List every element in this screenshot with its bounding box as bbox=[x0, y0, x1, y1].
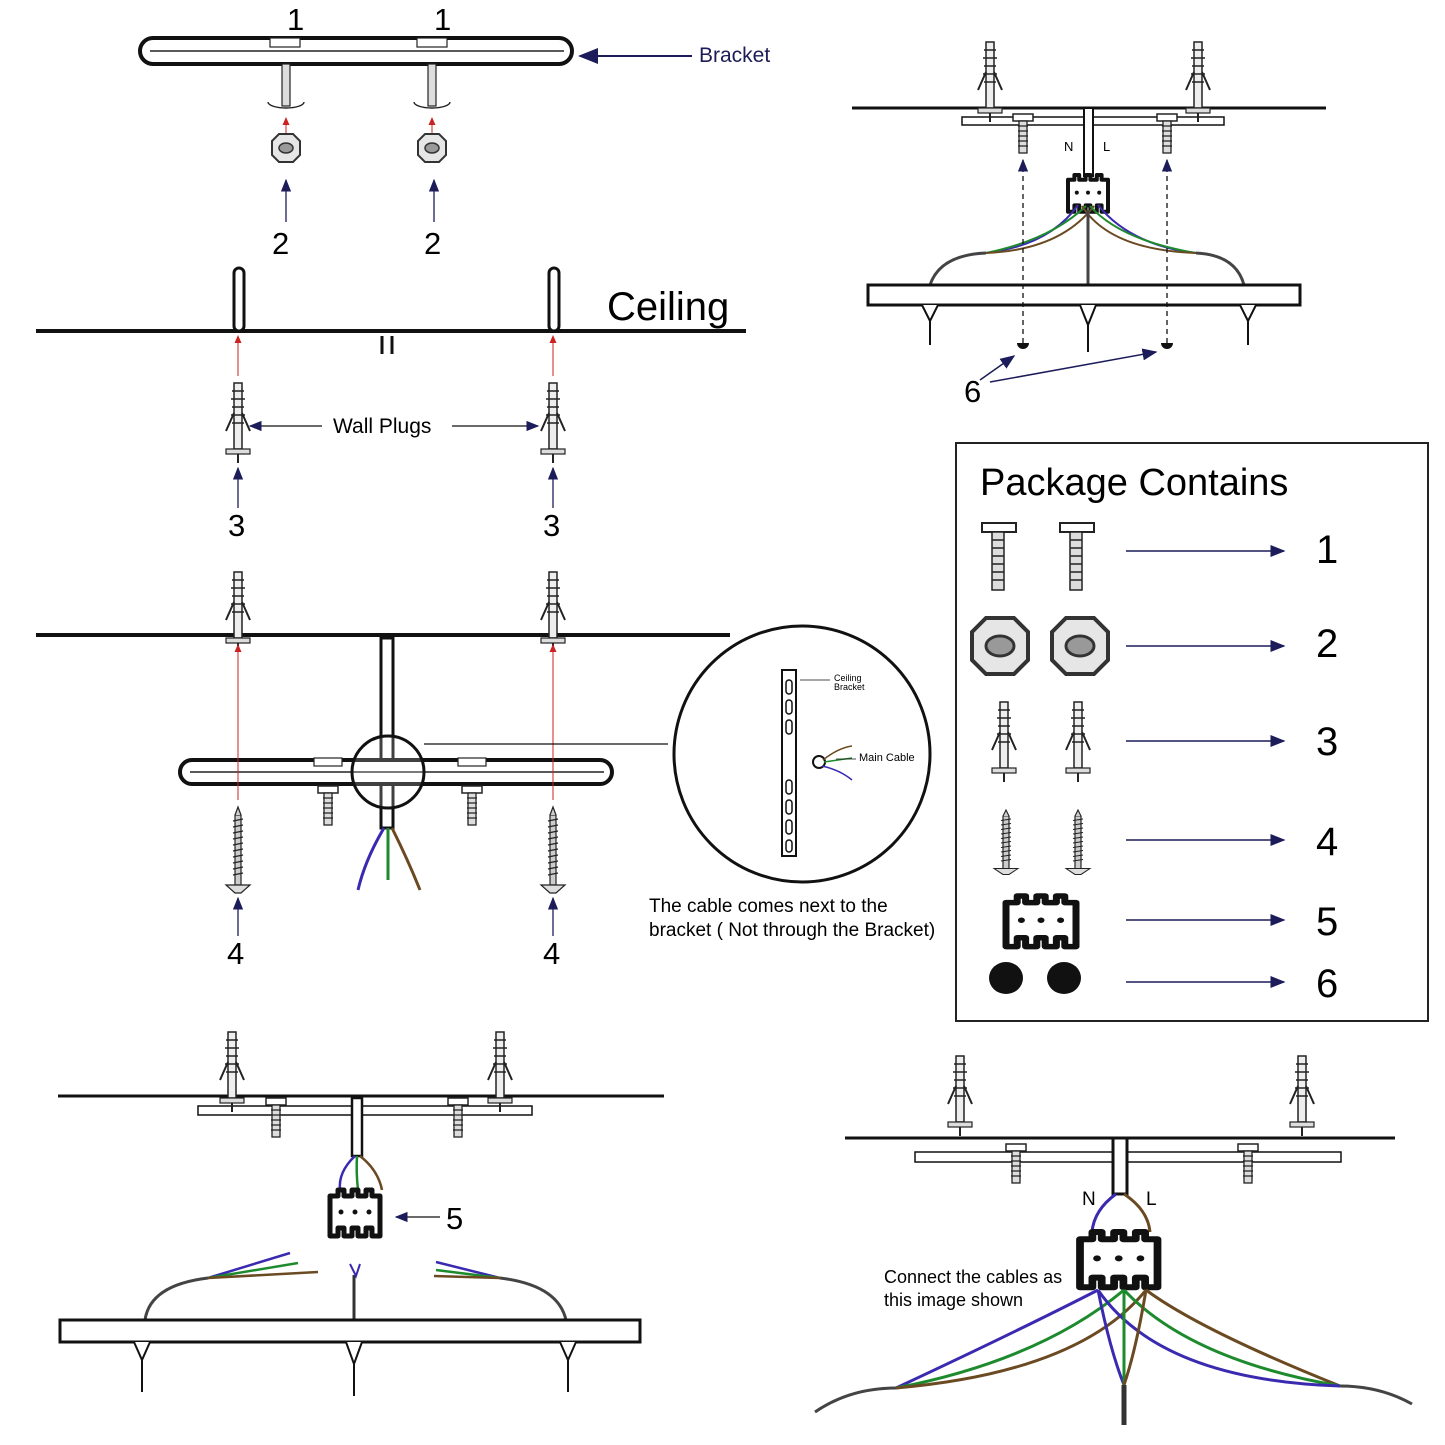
live-label: L bbox=[1146, 1189, 1157, 1210]
package-title: Package Contains bbox=[980, 462, 1289, 504]
inset-ceiling-bracket-label: Ceiling Bracket bbox=[834, 673, 865, 693]
neutral-label: N bbox=[1082, 1189, 1096, 1210]
package-item-number: 4 bbox=[1316, 820, 1339, 864]
package-item-number: 6 bbox=[1316, 962, 1339, 1006]
package-icons bbox=[970, 522, 1286, 994]
package-contents-box bbox=[955, 442, 1429, 1022]
final-connection-panel bbox=[814, 1055, 1413, 1425]
bracket-mount-panel bbox=[36, 571, 932, 936]
step-number: 3 bbox=[228, 508, 246, 543]
package-item-number: 2 bbox=[1316, 622, 1339, 666]
end-cap-icon bbox=[989, 962, 1081, 994]
package-item-number: 1 bbox=[1316, 528, 1339, 572]
bracket-screw-icon bbox=[981, 522, 1095, 591]
ceiling-label: Ceiling bbox=[607, 285, 730, 329]
step-number: 5 bbox=[446, 1201, 464, 1236]
terminal-wiring-panel bbox=[58, 1031, 664, 1396]
inset-main-cable-label: Main Cable bbox=[859, 752, 915, 764]
canopy-mount-panel bbox=[852, 41, 1326, 383]
live-label: L bbox=[1103, 139, 1111, 154]
step-number: 3 bbox=[543, 508, 561, 543]
connect-note: Connect the cables as this image shown bbox=[884, 1267, 1063, 1310]
bracket-panel bbox=[138, 36, 692, 222]
step-number: 2 bbox=[424, 226, 442, 261]
bracket-label: Bracket bbox=[699, 44, 771, 67]
step-number: 1 bbox=[434, 2, 452, 37]
ceiling-plugs-panel bbox=[36, 266, 746, 508]
cable-note: The cable comes next to the bracket ( No… bbox=[649, 896, 936, 941]
package-item-number: 3 bbox=[1316, 720, 1339, 764]
step-number: 4 bbox=[543, 936, 561, 971]
step-number: 6 bbox=[964, 374, 982, 409]
step-number: 4 bbox=[227, 936, 245, 971]
neutral-label: N bbox=[1064, 139, 1074, 154]
step-number: 2 bbox=[272, 226, 290, 261]
package-item-number: 5 bbox=[1316, 900, 1339, 944]
wall-plugs-label: Wall Plugs bbox=[333, 415, 432, 438]
step-number: 1 bbox=[287, 2, 305, 37]
